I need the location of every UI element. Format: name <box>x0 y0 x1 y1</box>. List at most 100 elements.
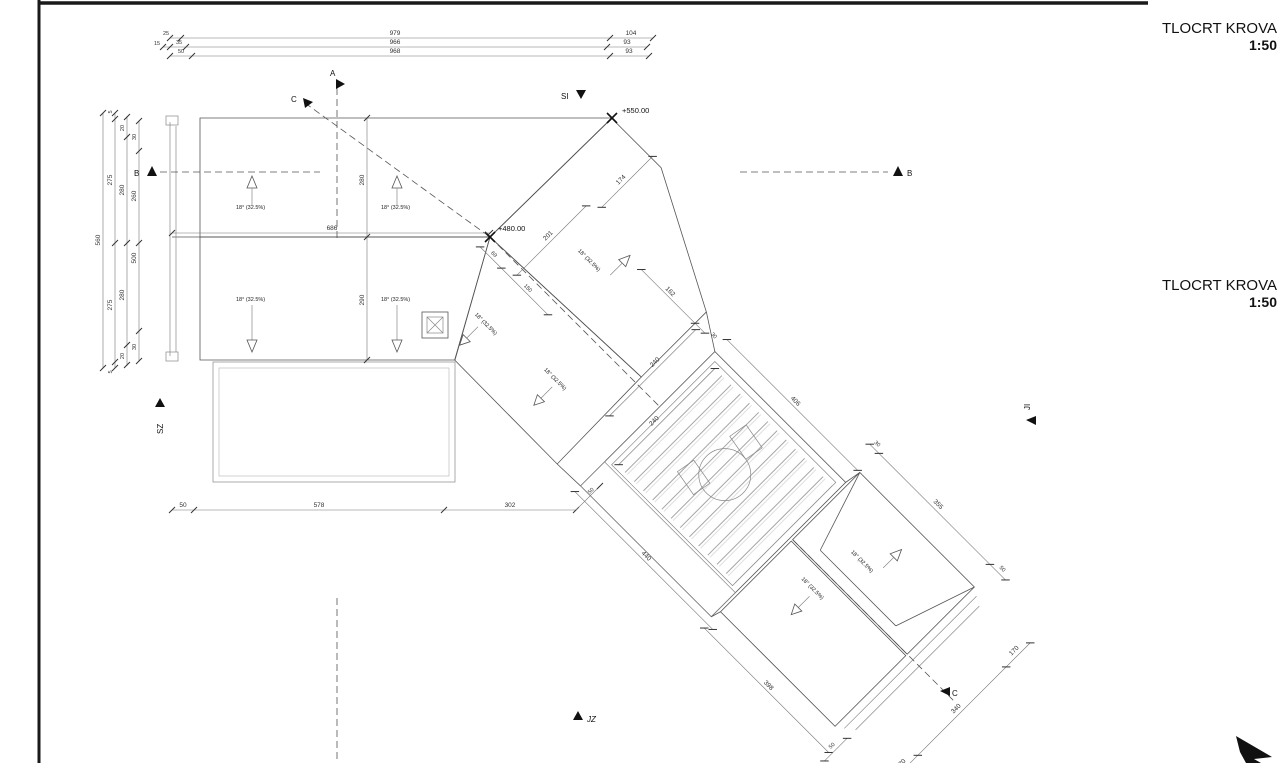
section-c-line-2 <box>792 539 954 701</box>
slope-label: 18° (32.5%) <box>381 297 410 303</box>
dim: 5 <box>108 370 114 373</box>
dim: 25 <box>163 31 169 37</box>
dim-bottom-diag: 50 <box>587 487 596 496</box>
bottom-dim-chain: 50 578 302 50 <box>168 482 604 514</box>
dim: 275 <box>107 299 114 310</box>
dim-406: 406 <box>789 395 802 408</box>
dim-30a: 30 <box>709 332 718 341</box>
drawing-scale: 1:50 <box>1249 294 1277 310</box>
section-c-label: C <box>952 689 958 698</box>
dim-340: 340 <box>950 702 963 715</box>
top-dim-chain: 25 979 104 15 35 966 93 50 968 93 <box>154 30 657 60</box>
left-dim-chain: 560 5 275 275 5 20 280 280 20 30 260 500… <box>95 109 143 374</box>
table <box>698 448 752 501</box>
slope-label: 18° (32.5%) <box>236 297 265 303</box>
dim-170a: 170 <box>1008 644 1021 657</box>
section-b-marker-left: B <box>134 166 320 178</box>
dim-162: 162 <box>664 285 677 298</box>
slope-arrow-8: 18° (32.5%) <box>458 312 498 346</box>
section-b-marker-right: B <box>740 166 912 178</box>
lower-roof-ne-plane <box>792 471 975 655</box>
dim-170b: 170 <box>895 758 908 763</box>
dim-mid-lower: 290 <box>359 294 366 305</box>
slope-arrow-9: 18° (32.5%) <box>533 367 567 406</box>
dim-440: 440 <box>640 550 653 563</box>
dim: 260 <box>131 190 138 201</box>
slope-arrow-6: 18° (32.5%) <box>790 576 825 616</box>
dim: 20 <box>120 353 126 359</box>
dim: 20 <box>120 125 126 131</box>
wing-upper-roof-ne <box>489 117 707 378</box>
section-a-marker: A <box>330 69 345 763</box>
title-block-2: TLOCRT KROVA 1:50 <box>1162 277 1277 310</box>
dim: 979 <box>390 30 401 37</box>
slope-label: 18° (32.5%) <box>800 576 825 601</box>
slope-arrow-5: 18° (32.5%) <box>849 548 903 575</box>
chair-2 <box>676 459 711 496</box>
compass-ji-label: JI <box>1023 404 1032 410</box>
dim-150: 150 <box>522 283 533 294</box>
section-c-marker-bottom: C <box>940 687 958 698</box>
slope-label: 18° (32.5%) <box>236 205 265 211</box>
pergola <box>579 350 847 618</box>
section-c-label: C <box>291 95 297 104</box>
pergola-sw-strip <box>580 461 736 618</box>
section-b-label: B <box>907 169 912 178</box>
slope-label: 18° (32.5%) <box>849 550 874 575</box>
wall-corner-top <box>165 115 179 126</box>
dim-69: 69 <box>489 250 498 259</box>
drawing-title: TLOCRT KROVA <box>1162 20 1277 37</box>
slope-arrow-2: 18° (32.5%) <box>381 174 410 211</box>
slope-label: 18° (32.5%) <box>381 205 410 211</box>
dim: 93 <box>623 39 631 46</box>
dim: 302 <box>505 502 516 509</box>
chimney <box>421 311 449 339</box>
dim: 93 <box>625 48 633 55</box>
wing-edge-joint-ne <box>705 311 716 352</box>
slope-arrow-3: 18° (32.5%) <box>236 297 265 354</box>
lower-planks-sw <box>719 540 907 727</box>
dim-201: 201 <box>542 229 555 242</box>
dim-50b: 50 <box>828 742 837 751</box>
dim: 560 <box>95 234 102 245</box>
slope-arrow-7: 18° (32.5%) <box>576 248 631 276</box>
dim-50a: 50 <box>998 565 1007 574</box>
level-ridge: +550.00 <box>606 106 649 124</box>
dim-398: 398 <box>762 679 775 692</box>
dim-ridge-length: 686 <box>327 225 338 232</box>
dim: 50 <box>179 502 187 509</box>
compass-si-label: SI <box>561 92 569 101</box>
compass-left: SZ <box>155 398 165 434</box>
main-roof-upper-plane <box>199 117 613 238</box>
diagonal-wing: 18° (32.5%) 18° (32.5%) 18° (32.5%) 18° … <box>454 117 1035 763</box>
compass-top: SI <box>561 90 586 101</box>
dim: 5 <box>108 110 114 113</box>
level-valley: +480.00 <box>484 224 525 243</box>
dim-240a: 240 <box>649 356 662 369</box>
dim: 15 <box>154 41 160 47</box>
compass-jz-label: JZ <box>586 715 597 724</box>
dim: 280 <box>119 184 126 195</box>
drawing-title: TLOCRT KROVA <box>1162 277 1277 294</box>
compass-sz-label: SZ <box>156 424 165 434</box>
dim: 104 <box>626 30 637 37</box>
chair-1 <box>729 424 763 460</box>
wing-edge-joint-sw <box>556 463 581 487</box>
dim-355: 355 <box>932 498 945 511</box>
slope-arrow-4: 18° (32.5%) <box>381 297 410 354</box>
compass-right: JI <box>1023 404 1036 425</box>
pergola-planks <box>616 367 833 583</box>
interior-dims: 686 280 290 <box>168 114 494 364</box>
section-a-label: A <box>330 69 336 78</box>
slope-label: 18° (32.5%) <box>576 248 601 273</box>
dim-174: 174 <box>615 174 628 187</box>
dim-30b: 30 <box>873 440 882 449</box>
dim: 30 <box>132 344 138 350</box>
level-ridge-value: +550.00 <box>622 106 649 115</box>
section-c-line <box>489 236 659 406</box>
wall-corner-bottom <box>165 351 179 362</box>
section-b-label: B <box>134 169 139 178</box>
slope-label: 18° (32.5%) <box>542 367 567 392</box>
